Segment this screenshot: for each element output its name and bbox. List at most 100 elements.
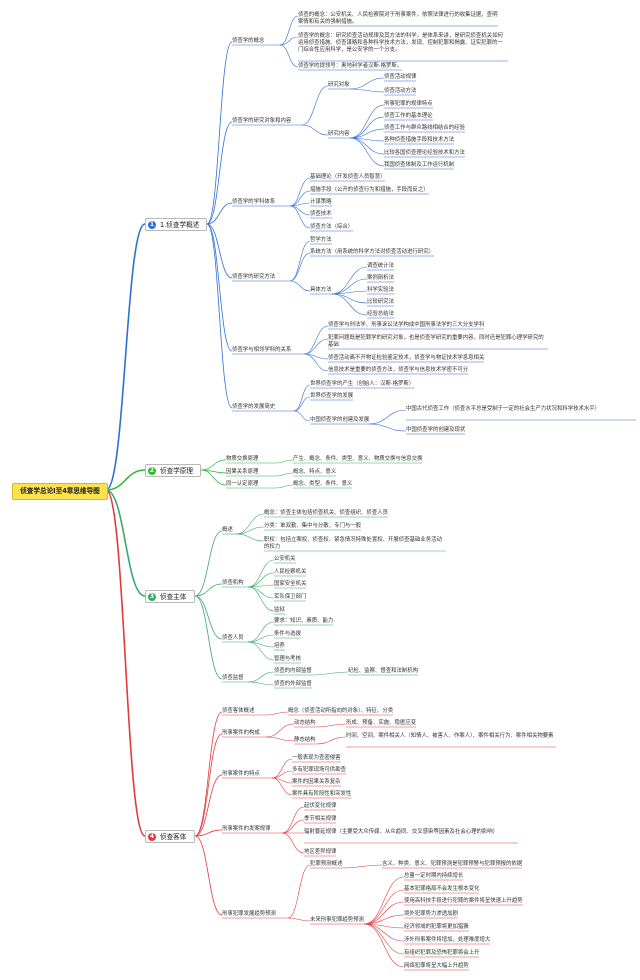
node-label[interactable]: 侦查学与刑法学、刑事诉讼法学构成中国刑事法学的三大分支学科 xyxy=(328,322,485,328)
node-label[interactable]: 总量一定时期内持续增长 xyxy=(404,873,464,879)
node-label[interactable]: 基本犯罪格局不会发生根本变化 xyxy=(404,886,480,892)
node-label[interactable]: 案件的因果关系复杂 xyxy=(292,779,341,785)
node-label[interactable]: 多有犯罪现场可供勘查 xyxy=(292,767,346,773)
node-label[interactable]: 哲学方法 xyxy=(310,237,332,243)
node-label[interactable]: 侦查方法（综合） xyxy=(310,224,354,230)
topic-node[interactable]: 侦查学的研究方法 xyxy=(232,274,276,280)
node-label[interactable]: 起伏变化规律 xyxy=(304,803,337,809)
group-node[interactable]: 犯罪预测概述 xyxy=(310,861,343,867)
node-label[interactable]: 辐射蔓延规律（主要受大众传媒、从众趋同、交叉感染等因素及社会心理的影响） xyxy=(304,829,499,835)
node-label[interactable]: 概念（侦查活动所指向的对象）、特征、分类 xyxy=(288,708,394,714)
node-label[interactable]: 季节相关规律 xyxy=(304,816,337,822)
node-label[interactable]: 概念、特点、意义 xyxy=(293,469,337,475)
node-label[interactable]: 培养 xyxy=(274,643,285,649)
group-node[interactable]: 中国侦查学的创建及发展 xyxy=(310,417,370,423)
node-label[interactable]: 条件与选拔 xyxy=(274,631,301,637)
topic-node[interactable]: 刑事犯罪发展趋势预测 xyxy=(222,911,276,917)
node-label[interactable]: 侦查活动规律 xyxy=(384,74,417,80)
topic-node[interactable]: 物质交换原理 xyxy=(226,456,259,462)
node-label[interactable]: 涉外刑事案件将增加，处理难度增大 xyxy=(404,937,491,943)
node-label[interactable]: 网络犯罪将呈大幅上升趋势 xyxy=(404,963,469,969)
node-label[interactable]: 公安机关 xyxy=(274,556,296,562)
topic-node[interactable]: 侦查人员 xyxy=(222,635,244,641)
topic-node[interactable]: 侦查学的学科体系 xyxy=(232,199,276,205)
node-label[interactable]: 犯罪问题既是犯罪学的研究对象，也是侦查学研究的重要内容，同时还是犯罪心理学研究的… xyxy=(328,335,544,348)
topic-node[interactable]: 侦查客体概述 xyxy=(222,708,255,714)
node-label[interactable]: 经济领域的犯罪将更加猖獗 xyxy=(404,924,469,930)
node-label[interactable]: 侦查学的提领号：奥地利学者汉斯·格罗斯。 xyxy=(298,63,403,69)
node-label[interactable]: 中国古代侦查工作（侦查水平总是受制于一定的社会生产力状况和科学技术水平） xyxy=(406,406,601,412)
node-label[interactable]: 世界侦查学的产生（创始人：汉斯·格罗斯） xyxy=(310,381,415,387)
topic-node[interactable]: 因果关系原理 xyxy=(226,469,259,475)
group-node[interactable]: 动态结构 xyxy=(294,720,316,726)
node-label[interactable]: 比较研究法 xyxy=(367,299,394,305)
group-node[interactable]: 研究内容 xyxy=(328,131,350,137)
node-label[interactable]: 侦查的外部监督 xyxy=(274,681,312,687)
node-label[interactable]: 有组织犯罪及恐怖犯罪将会上升 xyxy=(404,950,480,956)
node-label[interactable]: 侦查的概念：公安机关、人民检察院对于刑事案件，依照法律进行的收集证据，查明案情和… xyxy=(298,12,498,25)
topic-node[interactable]: 侦查学与相邻学科的关系 xyxy=(232,347,292,353)
topic-node[interactable]: 侦查学的研究对象和内容 xyxy=(232,118,292,124)
topic-node[interactable]: 刑事案件的发案规律 xyxy=(222,826,271,832)
node-label[interactable]: 计谋策略 xyxy=(310,199,332,205)
node-label[interactable]: 军队保卫部门 xyxy=(274,594,307,600)
topic-node[interactable]: 刑事案件的特点 xyxy=(222,771,260,777)
node-label[interactable]: 人民检察机关 xyxy=(274,569,307,575)
node-label[interactable]: 含义、种类、意义、犯罪预测是犯罪预警与犯罪预报的依据 xyxy=(382,861,523,867)
topic-node[interactable]: 侦查监督 xyxy=(222,675,244,681)
group-node[interactable]: 未来刑事犯罪趋势预测 xyxy=(310,917,364,923)
node-label[interactable]: 比较各国侦查理论经验技术和方法 xyxy=(384,150,465,156)
node-label[interactable]: 案件具有阶段性和突发性 xyxy=(292,791,352,797)
node-label[interactable]: 科学实验法 xyxy=(367,287,394,293)
node-label[interactable]: 侦查技术 xyxy=(310,211,332,217)
node-label[interactable]: 地区差异规律 xyxy=(304,849,337,855)
node-label[interactable]: 措施手段（公开的侦查行为和措施，手段而反之） xyxy=(310,187,429,193)
node-label[interactable]: 世界侦查学的发展 xyxy=(310,393,354,399)
node-label[interactable]: 使用高科技手段进行犯罪的案件将呈快速上升趋势 xyxy=(404,898,523,904)
node-label[interactable]: 各种侦查措施手段和技术方法 xyxy=(384,137,455,143)
node-label[interactable]: 监狱 xyxy=(274,607,285,613)
node-label[interactable]: 系统方法（用系统的科学方法对侦查活动进行研究） xyxy=(310,249,434,255)
node-label[interactable]: 调查统计法 xyxy=(367,263,394,269)
group-node[interactable]: 静态结构 xyxy=(294,737,316,743)
node-label[interactable]: 职权：包括立案权、侦查权、紧急情况特殊处置权、开展侦查基础业务活动的权力 xyxy=(264,537,442,550)
node-label[interactable]: 要求：知识、素质、能力 xyxy=(274,618,334,624)
group-node[interactable]: 研究对象 xyxy=(328,82,350,88)
node-label[interactable]: 刑事犯罪的规律特点 xyxy=(384,101,433,107)
node-label[interactable]: 经验总结法 xyxy=(367,311,394,317)
node-label[interactable]: 侦查学的概念：研究侦查活动规律及其方法的科学，是体系来讲，是研究侦查机关如何运用… xyxy=(298,33,503,53)
node-label[interactable]: 国家安全机关 xyxy=(274,581,307,587)
node-label[interactable]: 信息技术是重要的侦查方法，侦查学与信息技术学密不可分 xyxy=(328,367,469,373)
group-node[interactable]: 具体方法 xyxy=(310,287,332,293)
topic-node[interactable]: 侦查学的概念 xyxy=(232,38,265,44)
node-label[interactable]: 境外犯罪势力渗透加剧 xyxy=(404,911,458,917)
topic-node[interactable]: 同一认定原理 xyxy=(226,481,259,487)
node-label[interactable]: 侦查工作的基本理论 xyxy=(384,113,433,119)
node-label[interactable]: 侦查工作与群众路线相结合的经验 xyxy=(384,125,465,131)
node-label[interactable]: 管理与考核 xyxy=(274,656,301,662)
node-label[interactable]: 侦查活动离不开物证检验鉴定技术，侦查学与物证技术学息息相关 xyxy=(328,355,485,361)
node-label[interactable]: 纪检、监察、督查和法制机构 xyxy=(348,668,419,674)
node-label[interactable]: 形成、预备、实施、隐匿应变 xyxy=(346,720,417,726)
topic-node[interactable]: 侦查机构 xyxy=(222,580,244,586)
topic-node[interactable]: 侦查学的发展简史 xyxy=(232,404,276,410)
node-label[interactable]: 概念：侦查主体包括侦查机关、侦查组织、侦查人员 xyxy=(264,510,388,516)
node-label[interactable]: 一般表现为查密侵害 xyxy=(292,755,341,761)
node-label[interactable]: 基础理论（开发侦查人员智慧） xyxy=(310,174,386,180)
node-label[interactable]: 我国侦查体制及工作运行机制 xyxy=(384,162,455,168)
node-label[interactable]: 侦查的内部监督 xyxy=(274,668,312,674)
topic-node[interactable]: 概述 xyxy=(222,527,233,533)
root-node[interactable]: 侦查学总论I至4章思维导图 xyxy=(12,483,108,500)
node-label[interactable]: 侦查活动方法 xyxy=(384,88,417,94)
node-label[interactable]: 时间、空间、案件相关人（知情人、被害人、作案人）、案件相关行为、案件相关物要素 xyxy=(346,733,554,739)
node-label[interactable]: 案例剖析法 xyxy=(367,275,394,281)
topic-node[interactable]: 刑事案件的构成 xyxy=(222,730,260,736)
node-label[interactable]: 概念、类型、条件、意义 xyxy=(293,481,353,487)
node-label[interactable]: 产生、概念、条件、类型、意义、物质交换与信息交换 xyxy=(293,456,423,462)
node-label[interactable]: 中国侦查学的创建及现状 xyxy=(406,427,466,433)
node-label[interactable]: 分类：单双勤、集中与分散、专门与一般 xyxy=(264,523,362,529)
